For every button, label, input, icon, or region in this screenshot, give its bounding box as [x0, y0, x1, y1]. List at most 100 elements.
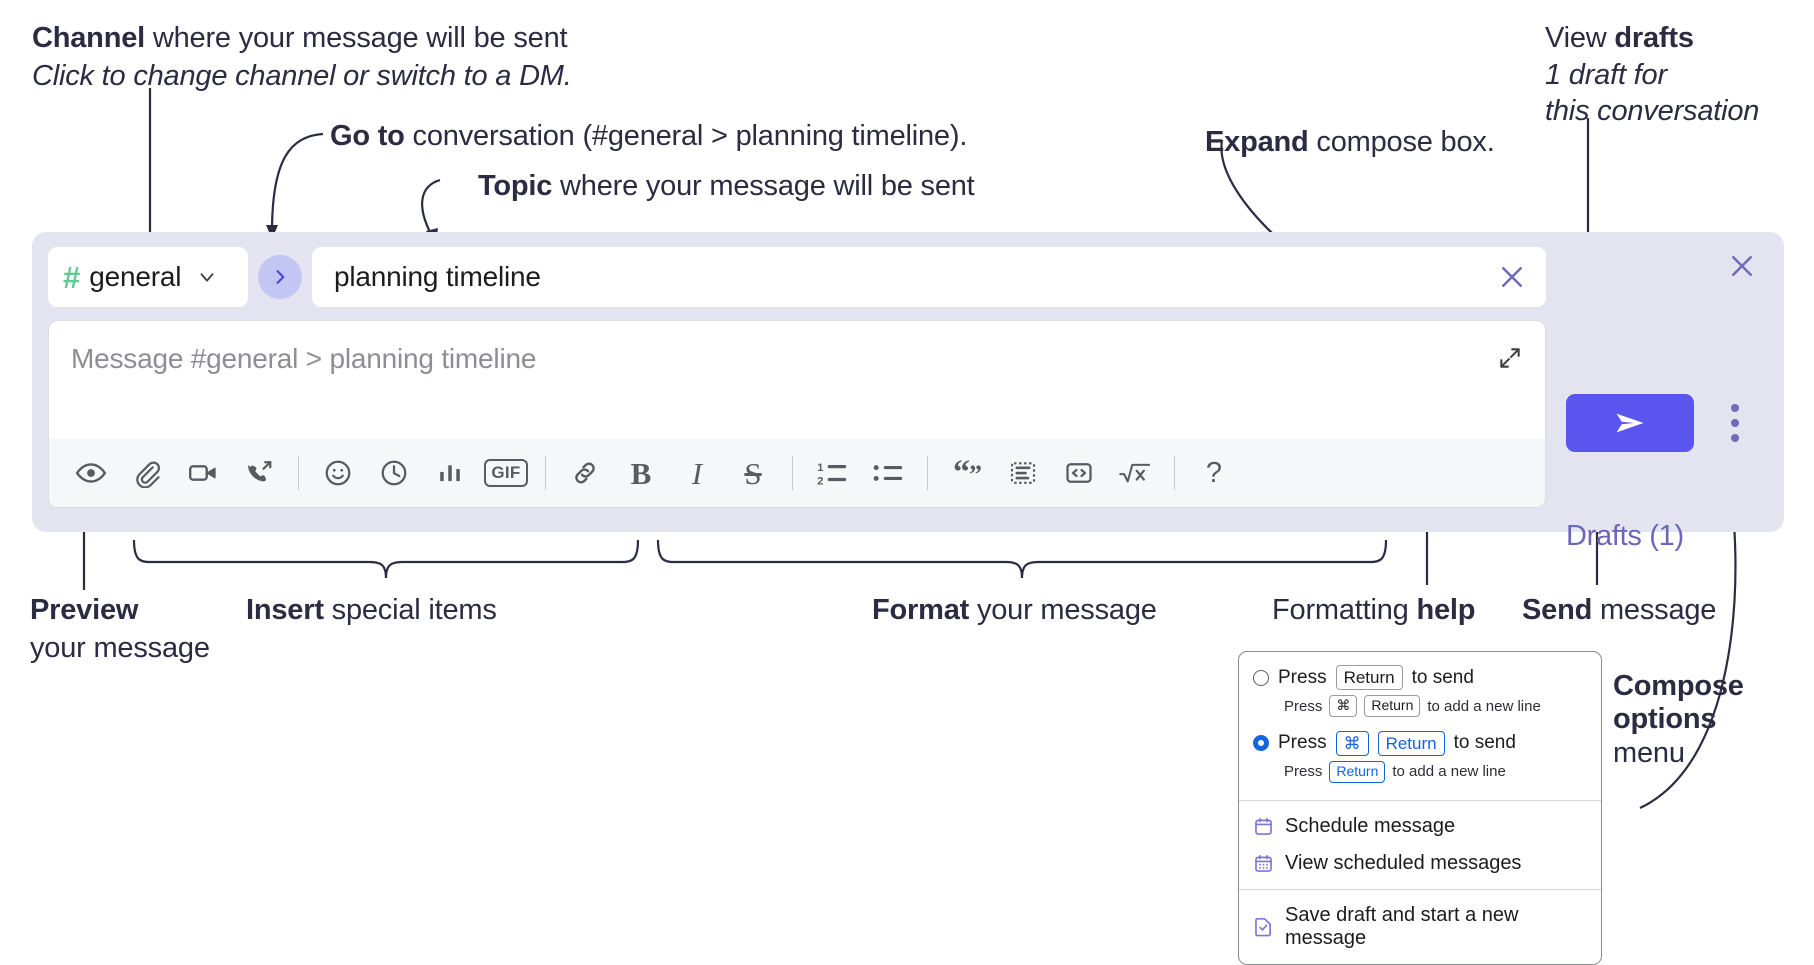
close-compose-button[interactable] [1722, 246, 1762, 286]
menu-item-save-draft[interactable]: Save draft and start a new message [1239, 897, 1601, 957]
preview-icon [75, 463, 107, 483]
bold-icon: B [630, 455, 652, 491]
formatting-help-button[interactable]: ? [1186, 447, 1242, 499]
topic-input[interactable]: planning timeline [312, 247, 1546, 307]
annotation-goto: Go to conversation (#general > planning … [330, 120, 967, 152]
annotation-expand-rest: compose box. [1308, 126, 1495, 158]
menu-item-label: View scheduled messages [1285, 851, 1522, 874]
annotation-topic-bold: Topic [478, 170, 553, 202]
annotation-send-rest: message [1592, 594, 1717, 626]
formatting-toolbar: GIF B I S [49, 439, 1545, 507]
annotation-insert-bold: Insert [246, 594, 324, 626]
blockquote-button[interactable]: “” [939, 447, 995, 499]
send-mode-tail-label: to send [1453, 732, 1516, 754]
calendar-clock-icon [1253, 816, 1274, 837]
emoji-smiley-icon [325, 460, 351, 486]
annotation-format-bold: Format [872, 594, 970, 626]
sub-press-label: Press [1284, 697, 1323, 715]
italic-icon: I [691, 455, 703, 491]
hash-icon: # [63, 259, 81, 295]
annotation-formatting-help: Formatting help [1272, 594, 1475, 626]
gif-button[interactable]: GIF [478, 447, 534, 499]
strikethrough-button[interactable]: S [725, 447, 781, 499]
link-button[interactable] [557, 447, 613, 499]
more-options-vertical-icon [1731, 434, 1739, 442]
goto-conversation-button[interactable] [258, 255, 302, 299]
code-block-icon [1010, 462, 1036, 484]
toolbar-separator [1174, 456, 1175, 490]
send-mode-sub-cmd-return: Press Return to add a new line [1239, 759, 1601, 790]
menu-item-schedule-message[interactable]: Schedule message [1239, 808, 1601, 845]
gif-icon: GIF [484, 459, 528, 487]
bold-button[interactable]: B [613, 447, 669, 499]
inline-code-button[interactable] [1051, 447, 1107, 499]
annotation-channel-bold: Channel [32, 22, 145, 54]
preview-button[interactable] [63, 447, 119, 499]
annotation-channel: Channel where your message will be sent … [32, 22, 572, 93]
bulleted-list-icon [873, 465, 903, 481]
sub-tail-label: to add a new line [1392, 763, 1506, 781]
code-block-button[interactable] [995, 447, 1051, 499]
sub-press-label: Press [1284, 763, 1323, 781]
poll-button[interactable] [422, 447, 478, 499]
annotation-format: Format your message [872, 594, 1157, 626]
send-mode-press-label: Press [1278, 666, 1327, 688]
annotation-preview-bold: Preview [30, 594, 139, 626]
emoji-button[interactable] [310, 447, 366, 499]
blockquote-icon: “” [953, 454, 982, 492]
channel-name: general [89, 261, 182, 292]
toolbar-separator [545, 456, 546, 490]
menu-item-view-scheduled-messages[interactable]: View scheduled messages [1239, 845, 1601, 882]
send-mode-press-label: Press [1278, 732, 1327, 754]
menu-item-label: Save draft and start a new message [1285, 903, 1519, 949]
send-mode-sub-return: Press ⌘ Return to add a new line [1239, 693, 1601, 724]
calendar-grid-icon [1253, 853, 1274, 874]
annotation-topic: Topic where your message will be sent [478, 170, 975, 202]
key-command: ⌘ [1335, 730, 1369, 756]
annotation-channel-rest: where your message will be sent [145, 22, 568, 54]
annotation-compose-rest: menu [1613, 736, 1685, 769]
drafts-link[interactable]: Drafts (1) [1566, 520, 1684, 552]
reminder-button[interactable] [366, 447, 422, 499]
clock-icon [381, 460, 407, 486]
compose-options-button[interactable] [1720, 394, 1750, 452]
phone-forward-icon [248, 461, 272, 482]
send-paper-plane-icon [1616, 413, 1644, 433]
compose-box: # general planning timeline [32, 232, 1784, 552]
key-command: ⌘ [1329, 695, 1358, 717]
compose-options-menu[interactable]: Press Return to send Press ⌘ Return to a… [1238, 651, 1602, 965]
annotation-goto-rest: conversation (#general > planning timeli… [404, 120, 968, 152]
key-return: Return [1335, 665, 1403, 691]
send-button[interactable] [1566, 394, 1694, 452]
radio-selected-icon[interactable] [1253, 735, 1269, 752]
bulleted-list-button[interactable] [860, 447, 916, 499]
italic-button[interactable]: I [669, 447, 725, 499]
send-mode-tail-label: to send [1411, 666, 1474, 688]
expand-compose-button[interactable] [1491, 339, 1529, 377]
svg-text:1: 1 [817, 462, 823, 474]
audio-clip-button[interactable] [231, 447, 287, 499]
channel-selector[interactable]: # general [48, 247, 248, 307]
poll-bars-icon [440, 465, 460, 482]
message-input-card[interactable]: Message #general > planning timeline [48, 320, 1546, 508]
svg-text:2: 2 [817, 476, 823, 488]
message-placeholder: Message #general > planning timeline [71, 343, 537, 374]
annotation-preview: Preview your message [30, 594, 210, 665]
radio-unselected-icon[interactable] [1253, 669, 1269, 686]
help-question-icon: ? [1205, 456, 1223, 489]
send-mode-option-cmd-return[interactable]: Press ⌘ Return to send [1239, 728, 1601, 759]
send-mode-option-return[interactable]: Press Return to send [1239, 662, 1601, 693]
video-clip-button[interactable] [175, 447, 231, 499]
chevron-down-icon [196, 266, 218, 288]
menu-divider [1239, 799, 1601, 801]
ordered-list-button[interactable]: 1 2 [804, 447, 860, 499]
annotation-compose-options: Compose options menu [1613, 670, 1744, 770]
annotation-send: Send message [1522, 594, 1716, 626]
key-return: Return [1364, 695, 1421, 717]
annotation-drafts-sub2: this conversation [1545, 94, 1760, 127]
attach-file-button[interactable] [119, 447, 175, 499]
annotation-expand-bold: Expand [1205, 126, 1309, 158]
key-return: Return [1377, 730, 1445, 756]
clear-topic-button[interactable] [1492, 257, 1532, 297]
math-button[interactable] [1107, 447, 1163, 499]
